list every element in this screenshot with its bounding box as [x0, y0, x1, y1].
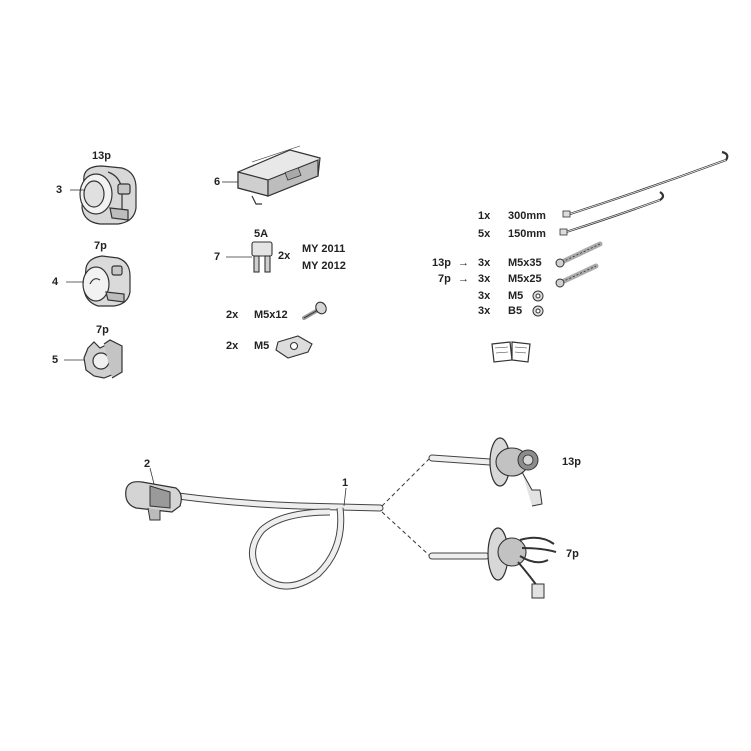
- fuse-qty: 2x: [278, 250, 291, 262]
- callout-7: 7: [214, 251, 221, 263]
- nut-size: M5: [508, 290, 524, 302]
- bolt-prefix-1: 13p: [432, 257, 451, 269]
- cage-nut-size: M5: [254, 340, 270, 352]
- nut-qty: 3x: [478, 290, 491, 302]
- clip-7p-drawing: [64, 339, 123, 379]
- callout-1: 1: [342, 477, 349, 489]
- cable-tie-qty-2: 5x: [478, 228, 491, 240]
- socket-13p-label: 13p: [92, 150, 111, 162]
- fuse-model-2: MY 2012: [302, 260, 346, 272]
- callout-2: 2: [144, 458, 151, 470]
- bolt-qty-1: 3x: [478, 257, 491, 269]
- washer-qty: 3x: [478, 305, 491, 317]
- screw-size: M5x12: [254, 309, 288, 321]
- cable-tie-length-1: 300mm: [508, 210, 546, 222]
- book-icon: [491, 341, 531, 363]
- cable-tie-qty-1: 1x: [478, 210, 491, 222]
- socket-7p-label: 7p: [94, 240, 107, 252]
- screw-qty: 2x: [226, 309, 239, 321]
- bolt-qty-2: 3x: [478, 273, 491, 285]
- harness-13p-label: 13p: [562, 456, 581, 468]
- clip-7p-label: 7p: [96, 324, 109, 336]
- callout-5: 5: [52, 354, 59, 366]
- cable-tie-length-2: 150mm: [508, 228, 546, 240]
- bolt-size-2: M5x25: [508, 273, 542, 285]
- cage-nut-qty: 2x: [226, 340, 239, 352]
- fuse-rating: 5A: [254, 228, 269, 240]
- fuse-drawing: [226, 241, 273, 273]
- bolt-arrow-1: →: [458, 257, 469, 269]
- callout-3: 3: [56, 184, 63, 196]
- socket-7p-drawing: [66, 255, 131, 307]
- callout-4: 4: [52, 276, 59, 288]
- bolt-size-1: M5x35: [508, 257, 542, 269]
- screw-m5x12-drawing: [302, 301, 327, 320]
- fuse-model-1: MY 2011: [302, 243, 346, 255]
- cage-nut-m5-drawing: [275, 335, 313, 359]
- cable-ties-drawing: [559, 150, 729, 236]
- bolt-arrow-2: →: [458, 273, 469, 285]
- control-module-drawing: [222, 145, 321, 205]
- washer-size: B5: [508, 305, 523, 317]
- bolts-drawing: [532, 241, 603, 317]
- bolt-prefix-2: 7p: [438, 273, 451, 285]
- callout-6: 6: [214, 176, 221, 188]
- wiring-harness-drawing: [125, 437, 557, 599]
- harness-7p-label: 7p: [566, 548, 579, 560]
- socket-13p-drawing: [70, 165, 137, 225]
